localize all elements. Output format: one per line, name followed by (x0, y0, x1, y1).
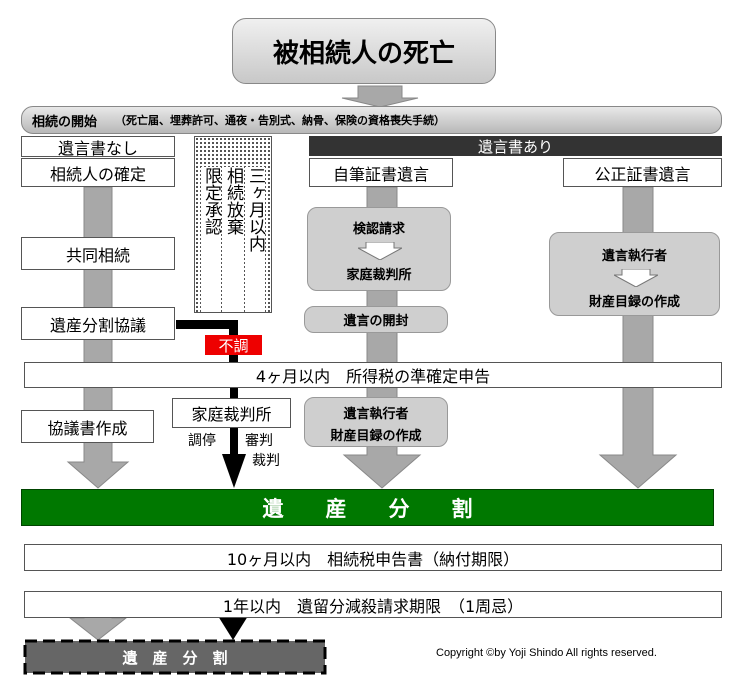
division-bar: 遺 産 分 割 (21, 489, 714, 526)
redivision-label: 遺 産 分 割 (122, 648, 228, 667)
heir-determination-box: 相続人の確定 (21, 158, 175, 187)
notarial-will-box: 公正証書遺言 (563, 158, 722, 187)
division-agreement-box: 遺産分割協議 (21, 307, 175, 340)
executor-block-b: 遺言執行者 財産目録の作成 (549, 232, 720, 316)
dispute-arrowhead (222, 454, 246, 488)
agreement-document-box: 協議書作成 (21, 410, 154, 443)
arrow-notarial-column (598, 186, 678, 489)
executor-a-text: 遺言執行者 (343, 407, 409, 422)
start-detail: （死亡届、埋葬許可、通夜・告別式、納骨、保険の資格喪失手続） (115, 114, 446, 127)
open-will-box: 遺言の開封 (304, 306, 448, 333)
dispute-line-horizontal (176, 320, 238, 329)
copyright-text: Copyright ©by Yoji Shindo All rights res… (436, 647, 657, 659)
renunciation-box: 三ヶ月以内 相続放棄 限定承認 (194, 136, 272, 313)
redivision-frame (23, 639, 327, 675)
with-will-header: 遺言書あり (309, 136, 722, 156)
suit-label: 裁判 (252, 453, 280, 469)
holographic-will-box: 自筆証書遺言 (309, 158, 453, 187)
deadline-10-months-bar: 10ヶ月以内 相続税申告書（納付期限） (24, 544, 722, 571)
arrow-title-to-start (341, 85, 419, 108)
title-text: 被相続人の死亡 (272, 38, 455, 69)
no-will-header: 遺言書なし (21, 136, 175, 158)
inventory-a-text: 財産目録の作成 (330, 429, 422, 444)
inventory-b-text: 財産目録の作成 (588, 295, 680, 310)
start-label: 相続の開始 (32, 114, 98, 130)
probate-mini-arrow (358, 242, 402, 260)
executor-b-text: 遺言執行者 (601, 249, 667, 264)
deadline-1-year-bar: 1年以内 遺留分減殺請求期限 （1周忌） (24, 591, 722, 618)
renunciation-col2: 相続放棄 (223, 167, 243, 312)
executor-mini-arrow (614, 269, 658, 287)
executor-block-a: 遺言執行者 財産目録の作成 (304, 397, 448, 447)
family-court-small-text: 家庭裁判所 (346, 268, 412, 283)
probate-block: 検認請求 家庭裁判所 (307, 207, 451, 291)
title-box: 被相続人の死亡 (232, 18, 496, 84)
mediation-label: 調停 (188, 433, 216, 449)
probate-request-text: 検認請求 (352, 222, 405, 237)
deadline-4-months-bar: 4ヶ月以内 所得税の準確定申告 (24, 362, 722, 388)
dispute-badge: 不調 (205, 335, 262, 355)
renunciation-col1: 三ヶ月以内 (245, 167, 265, 312)
renunciation-col3: 限定承認 (201, 167, 221, 312)
joint-inheritance-box: 共同相続 (21, 237, 175, 270)
trial-label: 審判 (245, 433, 273, 449)
start-bar: 相続の開始 （死亡届、埋葬許可、通夜・告別式、納骨、保険の資格喪失手続） (21, 106, 722, 134)
family-court-box: 家庭裁判所 (172, 398, 291, 428)
